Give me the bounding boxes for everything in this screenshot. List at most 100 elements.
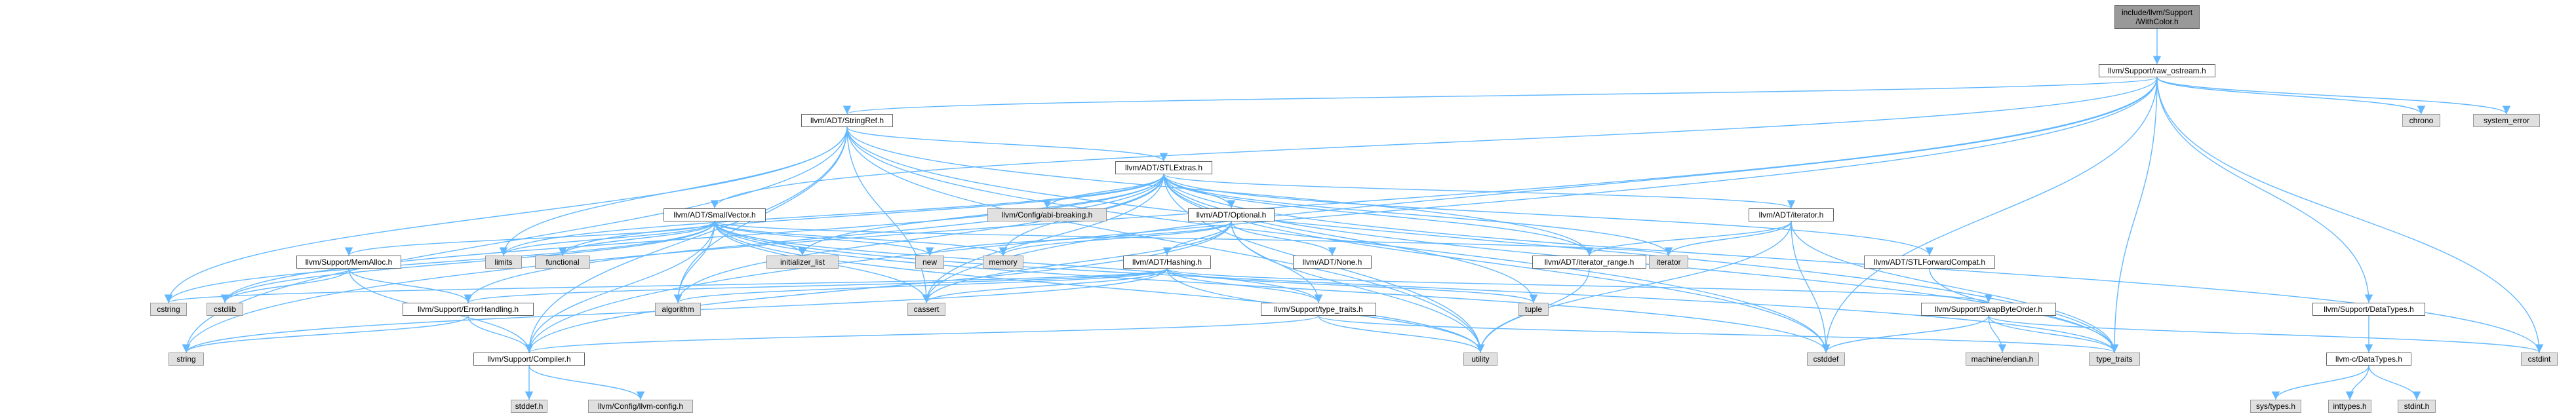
node-chrono: chrono — [2402, 114, 2440, 127]
edge-stringref-to-limits — [499, 126, 848, 256]
node-utility: utility — [1463, 353, 1497, 366]
edge-smallvector-to-limits — [499, 221, 715, 256]
edge-raw_ostream-to-datatypes — [2156, 77, 2373, 303]
node-llvm-adt-none-h[interactable]: llvm/ADT/None.h — [1293, 256, 1372, 269]
node-stdint-h: stdint.h — [2398, 400, 2436, 413]
node-llvm-support-errorhandling-h[interactable]: llvm/Support/ErrorHandling.h — [403, 303, 534, 316]
node-llvm-adt-hashing-h[interactable]: llvm/ADT/Hashing.h — [1123, 256, 1211, 269]
node-label: llvm/Config/abi-breaking.h — [1001, 210, 1093, 220]
node-llvm-adt-smallvector-h[interactable]: llvm/ADT/SmallVector.h — [664, 208, 766, 221]
edge-stringref-to-cstddef — [846, 126, 1831, 353]
node-label: string — [176, 354, 196, 364]
edge-swapbyteorder-to-machine_endian — [1988, 315, 2007, 353]
node-label: llvm/Support/ErrorHandling.h — [417, 305, 519, 314]
node-label: llvm-c/DataTypes.h — [2335, 354, 2403, 364]
node-machine-endian-h: machine/endian.h — [1966, 353, 2039, 366]
edge-errorhandling-to-compiler — [467, 315, 534, 353]
edge-hashing-to-algorithm — [674, 268, 1168, 303]
node-label: cstring — [157, 305, 180, 314]
node-label: stdint.h — [2404, 402, 2430, 411]
edge-raw_ostream-to-cstdint — [2156, 77, 2544, 353]
edge-stlextras-to-iterator_range — [1163, 174, 1594, 256]
edge-smallvector-to-type_traits — [714, 221, 2119, 353]
node-llvm-adt-stlextras-h[interactable]: llvm/ADT/STLExtras.h — [1115, 161, 1212, 174]
edge-smallvector-to-iterator — [714, 221, 1673, 256]
node-llvm-adt-iterator-h[interactable]: llvm/ADT/iterator.h — [1749, 208, 1834, 221]
edge-raw_ostream-to-string — [182, 77, 2158, 353]
node-label: include/llvm/Support /WithColor.h — [2121, 8, 2193, 26]
node-llvm-config-abi-breaking-h: llvm/Config/abi-breaking.h — [987, 208, 1107, 221]
node-tuple: tuple — [1518, 303, 1549, 316]
node-cassert: cassert — [907, 303, 945, 316]
node-label: memory — [989, 258, 1018, 267]
node-initializer-list: initializer_list — [766, 256, 839, 269]
node-label: functional — [545, 258, 580, 267]
node-label: llvm/ADT/Optional.h — [1196, 210, 1267, 220]
edge-type_traits_h-to-utility — [1318, 315, 1485, 353]
edge-stlextras-to-adt_iterator — [1163, 174, 1795, 209]
node-label: new — [922, 258, 937, 267]
edge-raw_ostream-to-stringref — [843, 77, 2158, 115]
node-limits: limits — [485, 256, 522, 269]
edge-stlextras-to-tuple — [1163, 174, 1538, 303]
edge-hashing-to-swapbyteorder — [1166, 268, 1992, 303]
edge-stlextras-to-initializer_list — [798, 174, 1164, 256]
node-llvm-support-raw-ostream-h[interactable]: llvm/Support/raw_ostream.h — [2099, 64, 2215, 77]
edge-optional-to-utility — [1231, 221, 1485, 353]
node-label: machine/endian.h — [1971, 354, 2034, 364]
edge-stlextras-to-cassert — [922, 174, 1164, 303]
node-stddef-h: stddef.h — [511, 400, 547, 413]
edge-stlextras-to-errorhandling — [464, 174, 1164, 303]
edge-compiler-to-llvm_config — [528, 365, 645, 400]
node-llvm-c-datatypes-h[interactable]: llvm-c/DataTypes.h — [2326, 353, 2411, 366]
node-llvm-support-type-traits-h[interactable]: llvm/Support/type_traits.h — [1261, 303, 1376, 316]
node-label: cstdlib — [213, 305, 236, 314]
edge-optional-to-none — [1231, 221, 1337, 256]
node-llvm-adt-optional-h[interactable]: llvm/ADT/Optional.h — [1188, 208, 1275, 221]
edge-raw_ostream-to-cstddef — [1821, 77, 2158, 353]
edge-swapbyteorder-to-cstdint — [1988, 315, 2543, 353]
node-llvm-adt-stlforwardcompat-h[interactable]: llvm/ADT/STLForwardCompat.h — [1864, 256, 1995, 269]
edge-stlextras-to-limits — [499, 174, 1164, 256]
edge-adt_iterator-to-cstddef — [1791, 221, 1831, 353]
node-iterator: iterator — [1649, 256, 1688, 269]
edge-stlextras-to-iterator — [1163, 174, 1673, 256]
edge-optional-to-new — [925, 221, 1232, 256]
node-label: inttypes.h — [2333, 402, 2367, 411]
node-label: llvm/ADT/StringRef.h — [810, 116, 884, 125]
node-cstdint: cstdint — [2521, 353, 2558, 366]
node-label: cstddef — [1813, 354, 1839, 364]
node-label: llvm/ADT/STLExtras.h — [1124, 163, 1203, 172]
node-llvm-support-datatypes-h[interactable]: llvm/Support/DataTypes.h — [2312, 303, 2425, 316]
node-cstddef: cstddef — [1807, 353, 1845, 366]
node-label: iterator — [1656, 258, 1681, 267]
edge-smallvector-to-cstddef — [714, 221, 1831, 353]
node-label: cstdint — [2527, 354, 2551, 364]
node-string: string — [168, 353, 204, 366]
edge-smallvector-to-compiler — [525, 221, 715, 353]
edge-c_datatypes-to-sys_types — [2271, 365, 2369, 400]
node-label: llvm/ADT/None.h — [1302, 258, 1362, 267]
edge-smallvector-to-memalloc — [344, 221, 715, 256]
node-llvm-support-memalloc-h[interactable]: llvm/Support/MemAlloc.h — [296, 256, 401, 269]
node-new: new — [915, 256, 944, 269]
node-label: llvm/Support/MemAlloc.h — [305, 258, 393, 267]
node-cstring: cstring — [150, 303, 187, 316]
edge-swapbyteorder-to-cstddef — [1821, 315, 1989, 353]
edge-memalloc-to-errorhandling — [348, 268, 473, 303]
node-label: llvm/Support/SwapByteOrder.h — [1934, 305, 2043, 314]
node-llvm-adt-stringref-h[interactable]: llvm/ADT/StringRef.h — [801, 114, 893, 127]
node-llvm-support-swapbyteorder-h[interactable]: llvm/Support/SwapByteOrder.h — [1921, 303, 2056, 316]
edge-raw_ostream-to-system_error — [2156, 77, 2511, 115]
node-label: llvm/ADT/iterator.h — [1758, 210, 1824, 220]
edge-stringref-to-utility — [846, 126, 1485, 353]
edge-smallvector-to-functional — [558, 221, 715, 256]
node-llvm-adt-iterator-range-h[interactable]: llvm/ADT/iterator_range.h — [1532, 256, 1646, 269]
edge-adt_iterator-to-iterator — [1664, 221, 1792, 256]
edge-type_traits_h-to-compiler — [525, 315, 1319, 353]
node-label: type_traits — [2096, 354, 2133, 364]
node-llvm-support-compiler-h[interactable]: llvm/Support/Compiler.h — [473, 353, 585, 366]
node-label: llvm/ADT/SmallVector.h — [673, 210, 756, 220]
node-label: stddef.h — [515, 402, 544, 411]
